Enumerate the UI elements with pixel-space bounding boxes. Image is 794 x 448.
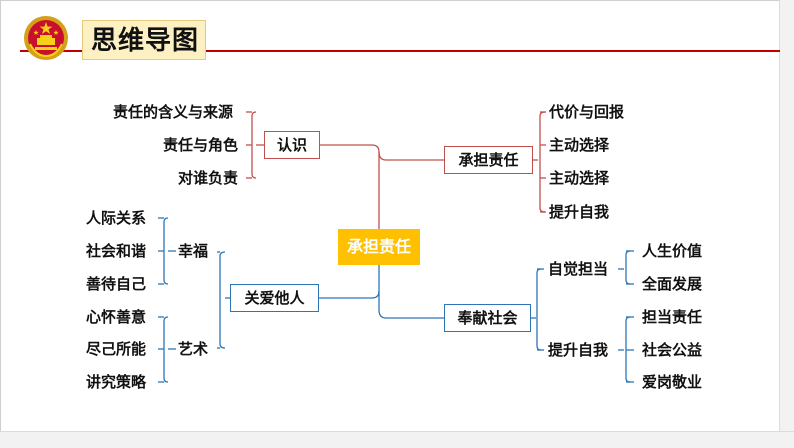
title-rule [20, 50, 780, 52]
node-tisheng[interactable]: 提升自我 [548, 341, 609, 359]
node-fengxian[interactable]: 奉献社会 [444, 304, 531, 332]
leaf-chengdan-1[interactable]: 代价与回报 [549, 103, 625, 121]
leaf-yishu-1[interactable]: 心怀善意 [86, 308, 147, 326]
title-box: 思维导图 [82, 20, 206, 60]
leaf-chengdan-3[interactable]: 主动选择 [549, 169, 610, 187]
leaf-xingfu-1[interactable]: 人际关系 [86, 209, 147, 227]
leaf-renshi-2[interactable]: 责任与角色 [163, 136, 239, 154]
leaf-renshi-3[interactable]: 对谁负责 [178, 169, 239, 187]
leaf-zijue-1[interactable]: 人生价值 [642, 242, 703, 260]
leaf-tisheng-2[interactable]: 社会公益 [642, 341, 703, 359]
node-guanai[interactable]: 关爱他人 [230, 284, 319, 312]
vertical-scrollbar[interactable] [779, 0, 794, 447]
node-chengdan[interactable]: 承担责任 [444, 146, 533, 174]
leaf-tisheng-3[interactable]: 爱岗敬业 [642, 373, 703, 391]
node-yishu[interactable]: 艺术 [178, 340, 209, 358]
leaf-xingfu-2[interactable]: 社会和谐 [86, 242, 147, 260]
leaf-zijue-2[interactable]: 全面发展 [642, 275, 703, 293]
leaf-yishu-3[interactable]: 讲究策略 [86, 373, 147, 391]
national-emblem-icon [24, 16, 68, 60]
page-title: 思维导图 [90, 26, 199, 56]
horizontal-scrollbar[interactable] [0, 431, 794, 448]
node-xingfu[interactable]: 幸福 [178, 242, 209, 260]
center-node[interactable]: 承担责任 [338, 229, 420, 265]
leaf-yishu-2[interactable]: 尽己所能 [86, 340, 147, 358]
leaf-xingfu-3[interactable]: 善待自己 [86, 275, 147, 293]
node-zijue[interactable]: 自觉担当 [548, 260, 609, 278]
leaf-chengdan-4[interactable]: 提升自我 [549, 203, 610, 221]
leaf-renshi-1[interactable]: 责任的含义与来源 [113, 103, 234, 121]
leaf-chengdan-2[interactable]: 主动选择 [549, 136, 610, 154]
node-renshi[interactable]: 认识 [264, 131, 320, 159]
leaf-tisheng-1[interactable]: 担当责任 [642, 308, 703, 326]
